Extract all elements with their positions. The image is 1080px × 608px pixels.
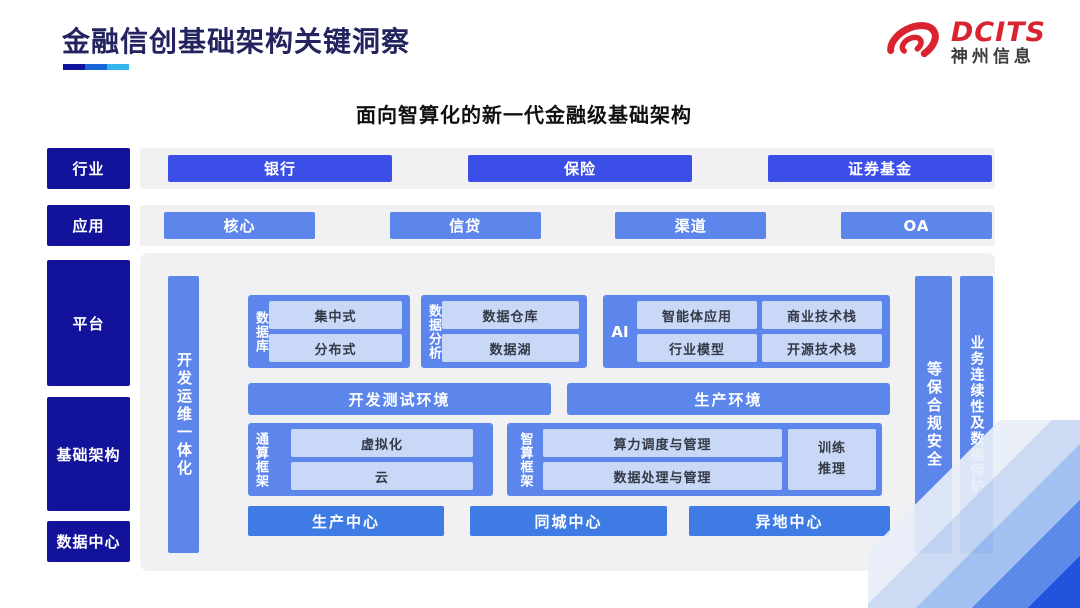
application-item: 信贷 — [389, 212, 541, 239]
remote-center-box: 异地中心 — [689, 506, 890, 536]
application-item: OA — [840, 212, 992, 239]
devops-bar: 开发运维一体化 — [168, 276, 199, 553]
logo-brand: DCITS — [950, 16, 1046, 48]
database-group-label: 数据库 — [253, 310, 268, 353]
corner-decoration — [868, 420, 1080, 608]
production-env-bar: 生产环境 — [567, 383, 890, 415]
industry-row: 银行 保险 证券基金 — [140, 148, 995, 189]
title-underline — [63, 64, 129, 70]
industry-item: 银行 — [168, 155, 392, 182]
dcits-swirl-icon — [884, 18, 942, 68]
analytics-group-label: 数据分析 — [426, 303, 441, 360]
row-label-industry: 行业 — [47, 148, 130, 189]
underline-segment — [63, 64, 85, 70]
logo-company: 神州信息 — [950, 47, 1035, 68]
underline-segment — [85, 64, 107, 70]
intelligent-framework-label: 智算框架 — [517, 431, 533, 488]
database-group: 数据库 集中式 分布式 — [248, 295, 410, 368]
general-framework-item: 云 — [291, 462, 473, 490]
ai-group: AI 智能体应用 商业技术栈 行业模型 开源技术栈 — [603, 295, 890, 368]
devtest-env-bar: 开发测试环境 — [248, 383, 551, 415]
application-item: 渠道 — [615, 212, 767, 239]
general-framework-label: 通算框架 — [253, 431, 268, 488]
page-title: 金融信创基础架构关键洞察 — [62, 25, 411, 58]
ai-item: 智能体应用 — [637, 301, 757, 329]
ai-item: 商业技术栈 — [762, 301, 882, 329]
general-framework-item: 虚拟化 — [291, 429, 473, 457]
samecity-center-box: 同城中心 — [470, 506, 667, 536]
intelligent-framework-group: 智算框架 算力调度与管理 数据处理与管理 训练 推理 — [507, 423, 882, 496]
database-item: 集中式 — [269, 301, 402, 329]
production-center-box: 生产中心 — [248, 506, 444, 536]
analytics-item: 数据湖 — [442, 334, 579, 362]
application-row: 核心 信贷 渠道 OA — [140, 205, 995, 246]
training-inference-box: 训练 推理 — [788, 429, 876, 490]
intelligent-framework-item: 数据处理与管理 — [543, 462, 782, 490]
industry-item: 保险 — [468, 155, 692, 182]
ai-item: 开源技术栈 — [762, 334, 882, 362]
ai-item: 行业模型 — [637, 334, 757, 362]
row-label-datacenter: 数据中心 — [47, 521, 130, 562]
general-framework-group: 通算框架 虚拟化 云 — [248, 423, 493, 496]
row-label-application: 应用 — [47, 205, 130, 246]
ai-group-label: AI — [611, 322, 629, 341]
diagram-title: 面向智算化的新一代金融级基础架构 — [356, 103, 692, 127]
platform-panel: 开发运维一体化 数据库 集中式 分布式 数据分析 数据仓库 数据湖 AI 智能体… — [140, 253, 995, 571]
intelligent-framework-item: 算力调度与管理 — [543, 429, 782, 457]
row-label-platform: 平台 — [47, 260, 130, 386]
database-item: 分布式 — [269, 334, 402, 362]
dcits-logo: DCITS 神州信息 — [884, 18, 1046, 68]
application-item: 核心 — [164, 212, 315, 239]
row-label-infrastructure: 基础架构 — [47, 397, 130, 511]
industry-item: 证券基金 — [768, 155, 992, 182]
analytics-group: 数据分析 数据仓库 数据湖 — [421, 295, 587, 368]
analytics-item: 数据仓库 — [442, 301, 579, 329]
underline-segment — [107, 64, 129, 70]
